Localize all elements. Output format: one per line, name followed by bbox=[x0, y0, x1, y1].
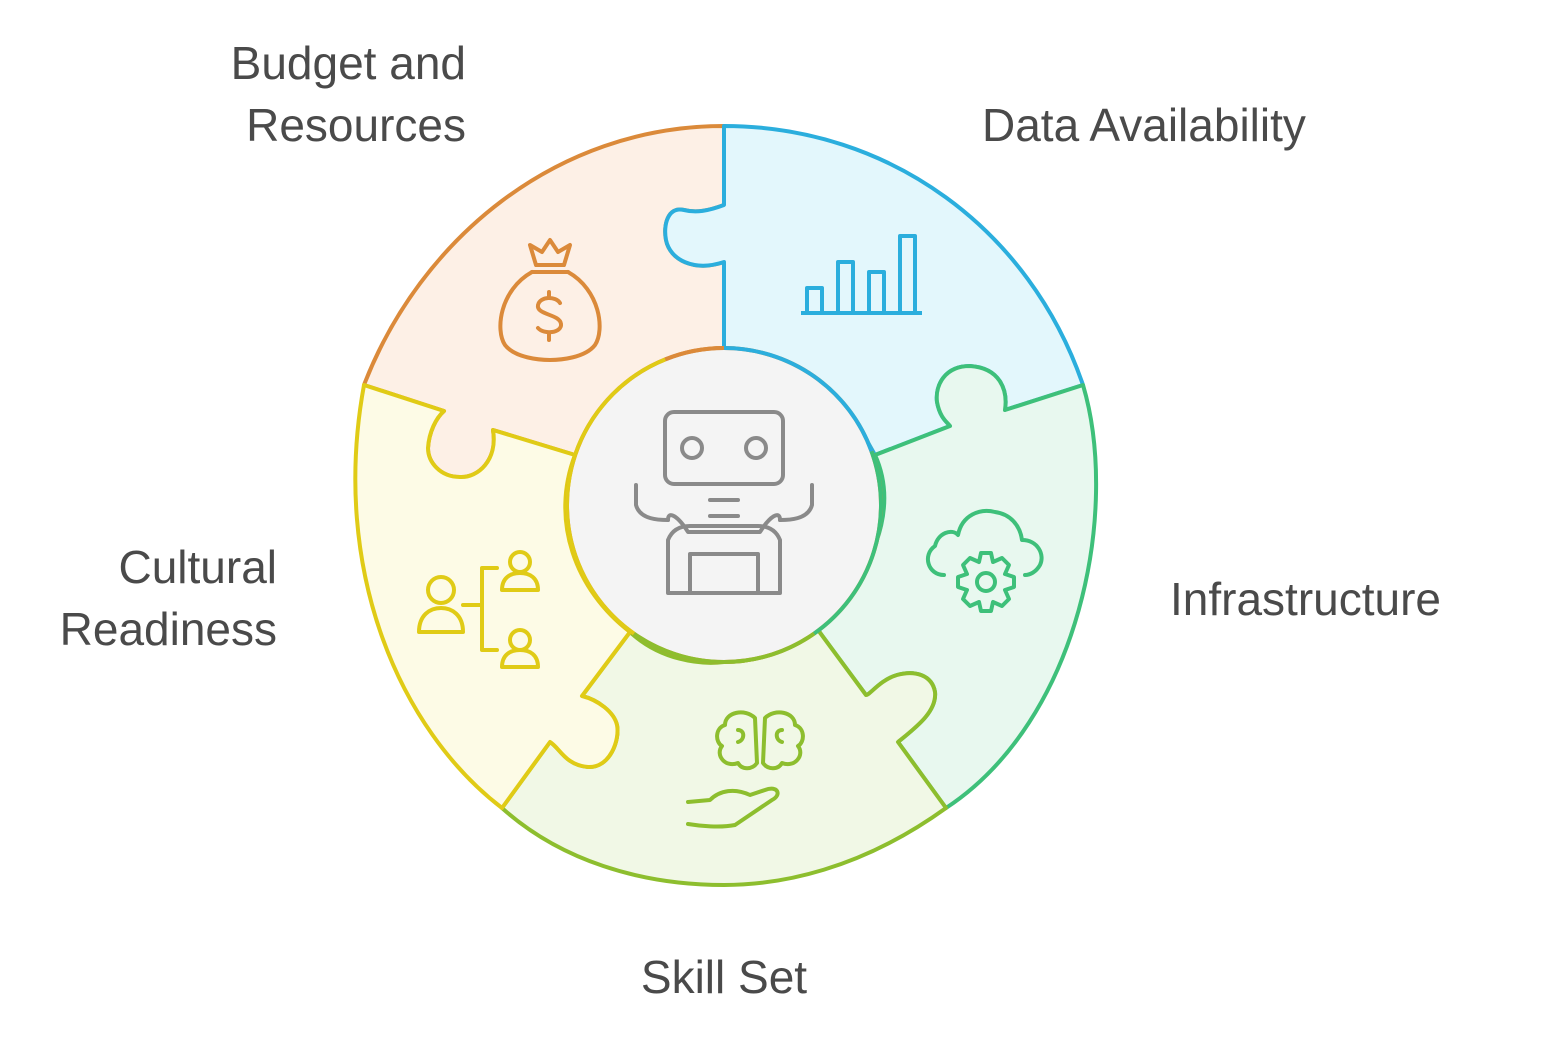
label-data-line-1: Data Availability bbox=[982, 99, 1306, 151]
label-budget: Budget and Resources bbox=[231, 32, 466, 156]
center-arc-budget bbox=[664, 346, 725, 362]
label-budget-line-1: Budget and bbox=[230, 37, 466, 89]
center-arc-data bbox=[723, 346, 874, 452]
label-cultural: Cultural Readiness bbox=[60, 536, 277, 660]
label-cultural-line-2: Readiness bbox=[59, 603, 277, 655]
center-arc-infrastructure bbox=[812, 450, 883, 636]
label-skill-line-1: Skill Set bbox=[640, 951, 808, 1003]
label-infrastructure: Infrastructure bbox=[1170, 568, 1441, 630]
bar-chart-icon bbox=[801, 234, 922, 315]
robot-icon bbox=[634, 410, 814, 595]
segment-cultural bbox=[353, 383, 632, 810]
label-data: Data Availability bbox=[982, 94, 1306, 156]
label-infrastructure-line-1: Infrastructure bbox=[1170, 573, 1441, 625]
label-budget-line-2: Resources bbox=[246, 99, 466, 151]
brain-hand-icon bbox=[686, 710, 805, 829]
label-cultural-line-1: Cultural bbox=[118, 541, 277, 593]
cloud-gear-icon bbox=[925, 509, 1044, 613]
label-skill: Skill Set bbox=[624, 946, 824, 1008]
center-arc-skill bbox=[632, 631, 816, 664]
people-hierarchy-icon bbox=[417, 550, 540, 669]
center-arc-cultural bbox=[565, 357, 666, 636]
money-bag-icon bbox=[498, 238, 602, 362]
